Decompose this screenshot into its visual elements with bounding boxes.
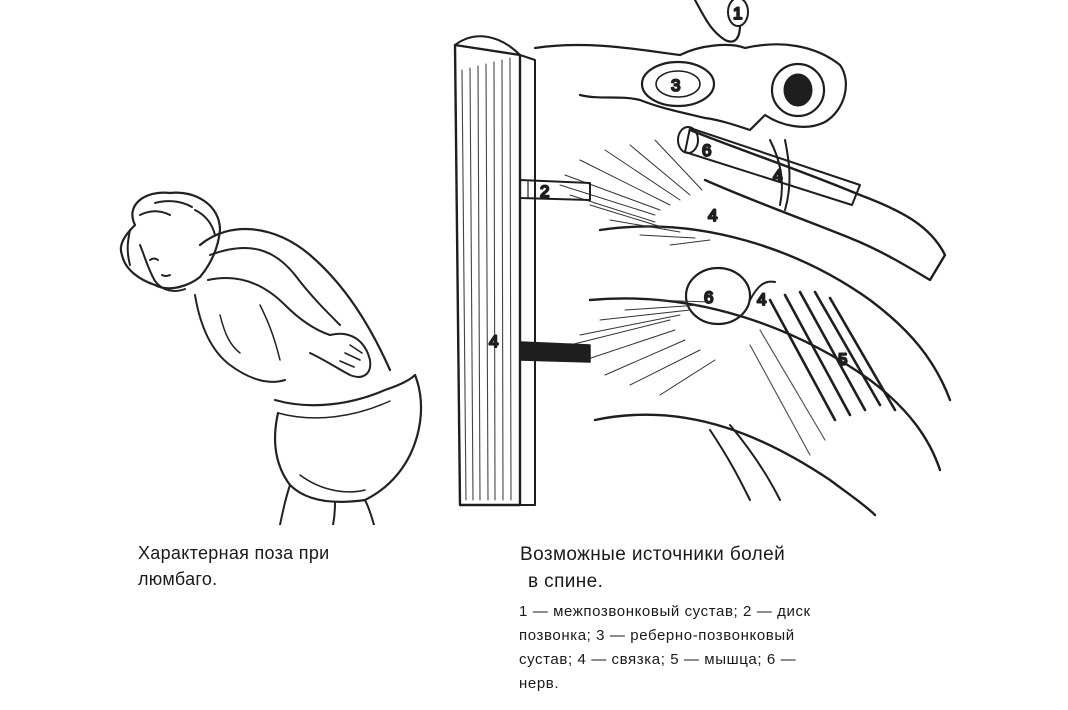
label-1: 1 xyxy=(733,4,742,23)
label-3-right: 3 xyxy=(792,82,801,101)
legend-line2: позвонка; 3 — реберно-позвонковый xyxy=(519,627,795,644)
legend-line3: сустав; 4 — связка; 5 — мышца; 6 — xyxy=(519,651,797,668)
label-4-lower: 4 xyxy=(757,290,766,309)
label-4-mid: 4 xyxy=(708,206,717,225)
label-5: 5 xyxy=(838,350,847,369)
right-figure-legend: 1 — межпозвонковый сустав; 2 — диск позв… xyxy=(519,600,959,696)
spine-anatomy-illustration: 1 2 3 3 6 4 4 6 4 5 4 xyxy=(440,0,960,525)
left-caption-line2: люмбаго. xyxy=(138,569,218,589)
label-6-lower: 6 xyxy=(704,288,713,307)
legend-line1: 1 — межпозвонковый сустав; 2 — диск xyxy=(519,603,811,620)
right-caption-line2: в спине. xyxy=(528,571,604,592)
right-caption-line1: Возможные источники болей xyxy=(520,544,786,565)
label-4-column: 4 xyxy=(489,332,498,351)
left-figure-caption: Характерная поза при люмбаго. xyxy=(138,540,438,592)
legend-line4: нерв. xyxy=(519,675,560,692)
label-2: 2 xyxy=(540,182,549,201)
right-figure-caption: Возможные источники болей в спине. xyxy=(520,541,950,595)
label-4-upper: 4 xyxy=(773,166,782,185)
label-6-upper: 6 xyxy=(702,141,711,160)
woman-lumbago-illustration xyxy=(100,185,440,525)
label-3-left: 3 xyxy=(671,76,680,95)
left-caption-line1: Характерная поза при xyxy=(138,543,330,563)
